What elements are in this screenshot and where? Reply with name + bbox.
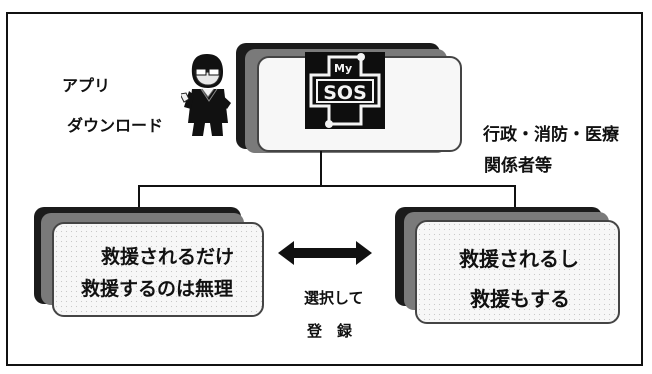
app-logo-main-text: SOS (316, 79, 374, 104)
stakeholders-label-line1: 行政・消防・医療 (483, 125, 619, 145)
connector-horizontal (138, 185, 515, 187)
left-box-line2: 救援するのは無理 (80, 278, 233, 300)
stakeholders-label-line2: 関係者等 (484, 156, 552, 176)
left-choice-box (52, 222, 264, 317)
medical-cross-icon (309, 53, 381, 128)
connector-vertical-top (320, 151, 322, 185)
double-arrow-icon (278, 241, 372, 265)
left-box-line1: 救援されるだけ (100, 246, 234, 268)
right-box-line1: 救援されるし (459, 247, 579, 271)
app-logo-small-text: My (334, 62, 353, 75)
person-icon (181, 54, 231, 136)
download-label-line1: アプリ (62, 76, 111, 95)
connector-right-drop (514, 185, 516, 209)
person-illustration (181, 54, 231, 136)
connector-left-drop (138, 185, 140, 209)
my-sos-app-icon: My SOS (305, 52, 385, 129)
choice-text-line1: 選択して (304, 289, 364, 307)
download-label-line2: ダウンロード (67, 116, 164, 135)
right-choice-box (415, 220, 620, 324)
right-box-line2: 救援もする (470, 287, 570, 311)
choice-text-line2: 登 録 (307, 322, 353, 340)
